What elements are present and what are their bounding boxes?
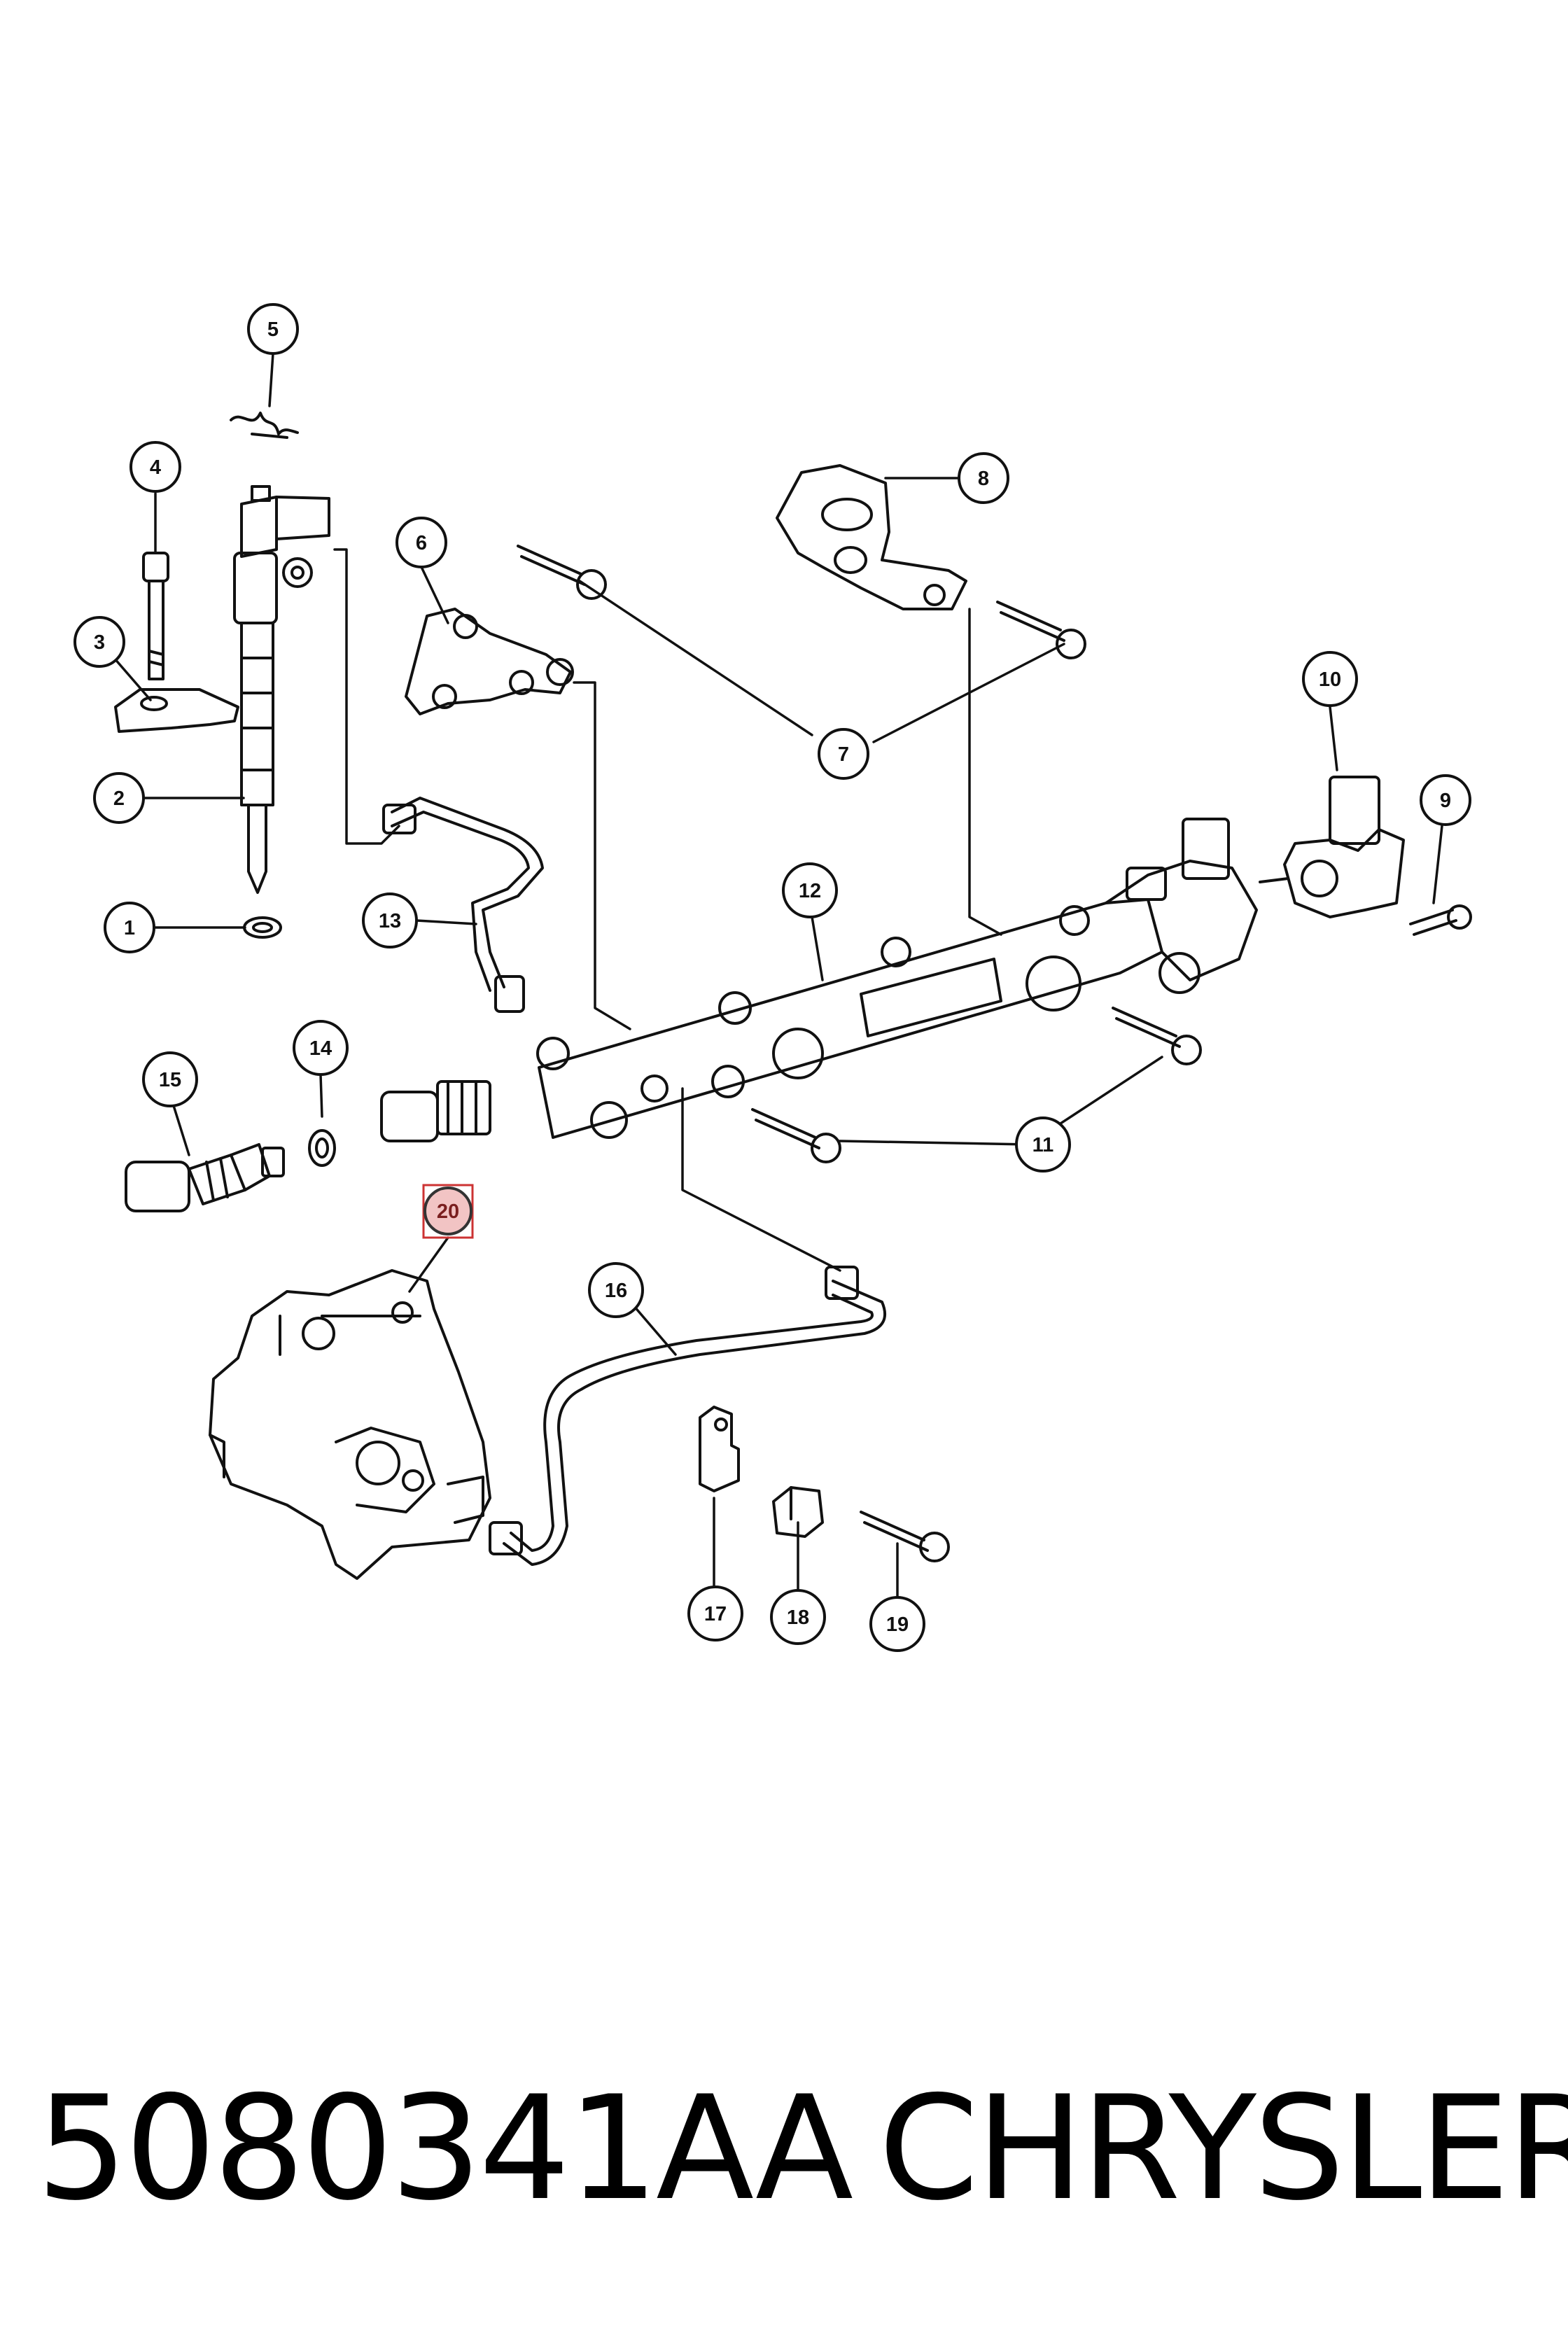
callout-3[interactable]: 3 [74,616,125,668]
callout-5[interactable]: 5 [247,303,299,355]
svg-text:17: 17 [704,1603,727,1625]
part-pressure-control-valve [1259,776,1405,918]
part-valve-bolt [1409,904,1472,936]
part-injector [233,485,330,894]
part-clamp-bolt [142,552,169,680]
part-seal-ring [308,1129,336,1167]
callout-13[interactable]: 13 [362,892,418,948]
svg-text:13: 13 [379,910,401,932]
svg-text:7: 7 [838,743,849,766]
callouts: 1 2 3 4 5 6 7 8 9 10 11 12 13 14 15 16 1… [74,303,1471,1652]
svg-text:6: 6 [416,532,427,554]
svg-text:18: 18 [787,1606,809,1629]
svg-text:10: 10 [1319,668,1341,691]
callout-20-highlight-box [422,1184,474,1239]
part-line-clip [772,1486,824,1538]
callout-20-highlighted[interactable]: 20 [422,1184,474,1239]
svg-text:1: 1 [124,917,135,939]
svg-text:3: 3 [94,631,105,654]
svg-text:14: 14 [309,1037,332,1060]
callout-9[interactable]: 9 [1420,774,1471,826]
callout-8[interactable]: 8 [958,452,1009,504]
svg-text:12: 12 [799,880,821,902]
callout-19[interactable]: 19 [869,1596,925,1652]
part-bracket-rear [405,608,574,715]
callout-14[interactable]: 14 [293,1020,349,1076]
part-bracket-bolts [517,545,1086,659]
callout-7[interactable]: 7 [818,728,869,780]
svg-text:8: 8 [978,468,989,490]
callout-4[interactable]: 4 [130,441,181,493]
callout-15[interactable]: 15 [142,1051,198,1107]
svg-text:20: 20 [437,1200,459,1223]
svg-text:5: 5 [267,318,279,341]
footer: 5080341AA CHRYSLER [0,2058,1568,2240]
callout-10[interactable]: 10 [1302,651,1358,707]
part-rail-bolts [751,1007,1202,1163]
part-rail-pressure-sensor [380,1080,491,1142]
part-number: 5080341AA [36,2066,853,2232]
svg-text:9: 9 [1440,790,1451,812]
part-bracket-front [776,464,967,610]
callout-12[interactable]: 12 [782,862,838,918]
part-retaining-clip [230,412,299,439]
callout-1[interactable]: 1 [104,902,155,953]
callout-16[interactable]: 16 [588,1262,644,1318]
part-high-pressure-pump [209,1269,491,1580]
svg-text:4: 4 [150,456,161,479]
svg-text:16: 16 [605,1280,627,1302]
part-injector-clamp [114,688,239,733]
callout-6[interactable]: 6 [396,517,447,568]
part-line-bracket [699,1406,740,1492]
leader-lines [113,352,1443,1597]
part-injector-fuel-line [382,797,544,1013]
part-line-bolt [860,1511,950,1562]
brand-name: CHRYSLER [878,2066,1568,2232]
svg-text:2: 2 [113,788,125,810]
part-high-pressure-line [489,1266,886,1566]
svg-text:15: 15 [159,1069,181,1091]
part-pressure-sensor [125,1143,285,1212]
callout-2[interactable]: 2 [93,772,145,824]
callout-17[interactable]: 17 [687,1586,743,1642]
svg-text:11: 11 [1032,1134,1054,1156]
part-fuel-rail [536,818,1258,1139]
part-washer [243,916,282,939]
callout-18[interactable]: 18 [770,1589,826,1645]
svg-text:19: 19 [886,1614,909,1636]
callout-11[interactable]: 11 [1015,1116,1071,1172]
